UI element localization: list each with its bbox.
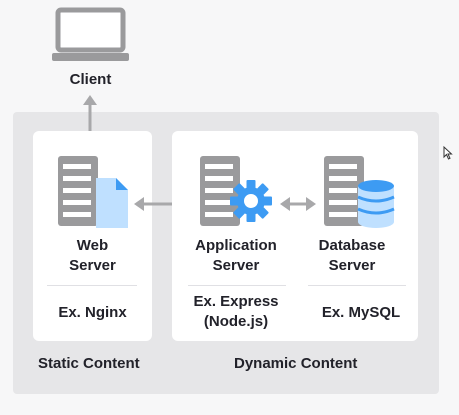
server-icon [324,156,364,226]
document-icon [96,178,128,228]
divider [308,285,406,286]
database-server-label: Database Server [318,237,386,274]
database-server-example: Ex. MySQL [321,304,401,321]
application-server-example: Ex. Express (Node.js) [193,293,279,330]
database-icon [357,180,395,228]
application-server-label: Application Server [195,237,277,274]
dynamic-content-label: Dynamic Content [234,355,358,372]
static-content-label: Static Content [38,355,140,372]
web-server-label: Web Server [69,237,116,274]
divider [47,285,137,286]
client-label: Client [69,71,112,88]
laptop-icon [52,7,129,61]
gear-icon [230,180,272,222]
divider [188,285,286,286]
cursor-icon [443,145,453,160]
web-server-example: Ex. Nginx [58,304,127,321]
app-db-arrow [280,197,316,211]
server-icon [200,156,240,226]
server-icon [58,156,98,226]
